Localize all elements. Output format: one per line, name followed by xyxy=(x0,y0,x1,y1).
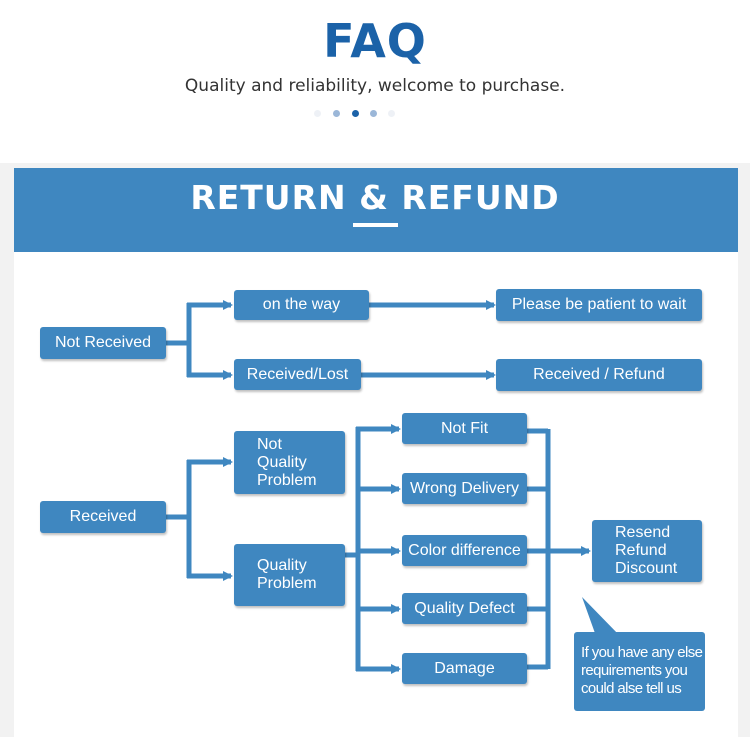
carousel-dot-1[interactable] xyxy=(314,110,321,117)
quality-defect-node: Quality Defect xyxy=(402,593,527,624)
carousel-dot-5[interactable] xyxy=(388,110,395,117)
received-refund-node: Received / Refund xyxy=(496,359,702,391)
banner-title: RETURN & REFUND xyxy=(190,178,560,217)
carousel-dot-3[interactable] xyxy=(352,110,359,117)
not-quality-problem-node: Not Quality Problem xyxy=(234,431,345,494)
faq-title: FAQ xyxy=(323,14,427,68)
note-bubble: If you have any else requirements you co… xyxy=(574,632,705,711)
received-node: Received xyxy=(40,501,166,533)
carousel-dot-4[interactable] xyxy=(370,110,377,117)
not-received-node: Not Received xyxy=(40,327,166,359)
faq-subtitle: Quality and reliability, welcome to purc… xyxy=(184,76,566,96)
carousel-dot-2[interactable] xyxy=(333,110,340,117)
wrong-delivery-node: Wrong Delivery xyxy=(402,473,527,504)
carousel-dots xyxy=(314,110,404,118)
damage-node: Damage xyxy=(402,653,527,684)
please-wait-node: Please be patient to wait xyxy=(496,289,702,321)
color-difference-node: Color difference xyxy=(402,535,527,566)
return-refund-banner xyxy=(14,168,738,252)
quality-problem-node: Quality Problem xyxy=(234,544,345,606)
on-the-way-node: on the way xyxy=(234,290,369,320)
resolution-node: Resend Refund Discount xyxy=(592,520,702,582)
received-lost-node: Received/Lost xyxy=(234,359,361,390)
banner-underline xyxy=(353,223,398,227)
note-bubble-tail xyxy=(582,597,620,636)
not-fit-node: Not Fit xyxy=(402,413,527,444)
